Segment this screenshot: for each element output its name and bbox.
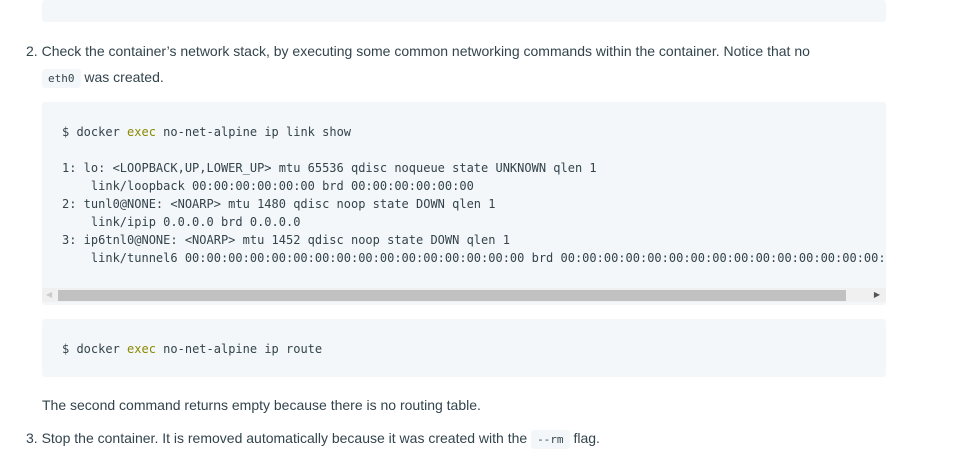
inline-code-rm: --rm bbox=[531, 430, 570, 449]
scrollbar-thumb[interactable] bbox=[58, 290, 846, 301]
code-output: 1: lo: <LOOPBACK,UP,LOWER_UP> mtu 65536 … bbox=[62, 161, 886, 265]
step-2: 2. Check the container’s network stack, … bbox=[26, 41, 886, 89]
code-command: $ docker exec no-net-alpine ip route bbox=[62, 342, 323, 356]
code-command: $ docker exec no-net-alpine ip link show bbox=[62, 125, 352, 139]
code-block-ip-link: $ docker exec no-net-alpine ip link show… bbox=[42, 102, 886, 305]
scroll-right-icon[interactable]: ▶ bbox=[873, 290, 880, 299]
horizontal-scrollbar[interactable]: ◀ ▶ bbox=[42, 288, 886, 302]
step-3: 3. Stop the container. It is removed aut… bbox=[26, 430, 600, 449]
step-text: Check the container’s network stack, by … bbox=[41, 43, 810, 59]
previous-code-block bbox=[42, 0, 886, 22]
scroll-left-icon[interactable]: ◀ bbox=[46, 290, 53, 299]
step-text-after: was created. bbox=[84, 69, 164, 85]
code-block-ip-route: $ docker exec no-net-alpine ip route bbox=[42, 319, 886, 377]
step-number: 2. bbox=[26, 43, 38, 59]
note-text: The second command returns empty because… bbox=[42, 397, 481, 413]
inline-code-eth0: eth0 bbox=[42, 69, 81, 88]
